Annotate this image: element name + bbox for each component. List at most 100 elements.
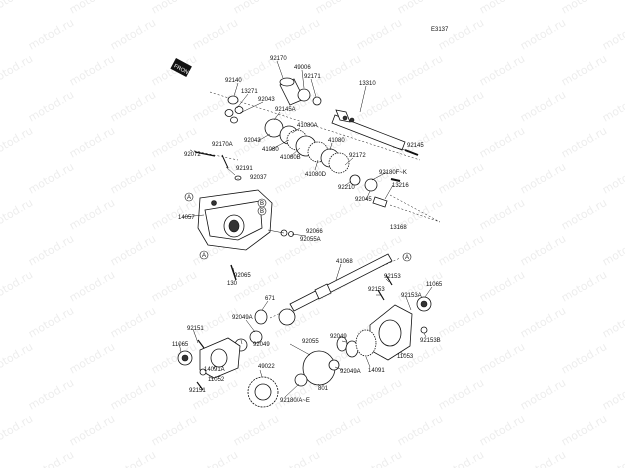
watermark-text: motod.ru (477, 340, 527, 376)
watermark-text: motod.ru (395, 52, 445, 88)
watermark-text: motod.ru (149, 412, 199, 448)
watermark-text: motod.ru (0, 412, 35, 448)
spring-pin (390, 178, 401, 182)
watermark-text: motod.ru (477, 268, 527, 304)
watermark-text: motod.ru (559, 124, 609, 160)
watermark-text: motod.ru (313, 0, 363, 17)
part-label: 92043 (258, 97, 275, 103)
o-ring (224, 109, 234, 117)
watermark-text: motod.ru (518, 160, 568, 196)
watermark-text: motod.ru (272, 16, 322, 52)
watermark-text: motod.ru (26, 376, 76, 412)
part-label: 92145 (407, 143, 424, 149)
watermark-text: motod.ru (477, 412, 527, 448)
breather-pipe (221, 154, 229, 169)
watermark-text: motod.ru (272, 160, 322, 196)
watermark-text: motod.ru (518, 304, 568, 340)
watermark-text: motod.ru (108, 16, 158, 52)
ball-bearing (342, 115, 348, 121)
drain-plug (211, 200, 217, 206)
part-label: 13271 (241, 89, 258, 95)
watermark-text: motod.ru (67, 52, 117, 88)
callout-a-text: A (405, 255, 409, 261)
watermark-text: motod.ru (436, 88, 486, 124)
callout-b-text: B (260, 209, 264, 215)
watermark-text: motod.ru (600, 376, 625, 412)
cover-bore (378, 319, 402, 347)
watermark-text: motod.ru (149, 268, 199, 304)
splined-shaft (331, 114, 406, 151)
friction-plate (328, 152, 350, 174)
part-label: 11052 (208, 377, 225, 383)
part-label: 41080 (328, 138, 345, 144)
watermark-text: motod.ru (0, 52, 35, 88)
watermark-text: motod.ru (0, 124, 35, 160)
watermark-text: motod.ru (354, 376, 404, 412)
part-label: 92049A (340, 369, 361, 375)
watermark-text: motod.ru (26, 232, 76, 268)
washer (420, 326, 428, 334)
part-labels: 92170 49006 92171 92140 13271 92043 9214… (172, 56, 443, 404)
watermark-text: motod.ru (67, 196, 117, 232)
part-label: 92170 (270, 56, 287, 62)
watermark-text: motod.ru (436, 448, 486, 468)
part-label: 13310 (359, 81, 376, 87)
watermark-text: motod.ru (600, 160, 625, 196)
bolt (385, 274, 393, 286)
watermark-text: motod.ru (26, 304, 76, 340)
watermark-text: motod.ru (231, 412, 281, 448)
seal-ring (227, 95, 239, 105)
part-label: 11065 (426, 282, 443, 288)
part-label: 14057 (178, 215, 195, 221)
callout-a-circle (199, 250, 209, 260)
long-shaft (289, 253, 393, 312)
part-label: 92145A (275, 107, 296, 113)
part-label: 41080A (297, 123, 318, 129)
watermark-text: motod.ru (477, 0, 527, 17)
watermark-text: motod.ru (518, 88, 568, 124)
callout-b-circle (257, 206, 267, 216)
watermark-text: motod.ru (436, 304, 486, 340)
shaft-spline (314, 283, 332, 300)
bolt (196, 381, 204, 391)
o-ring (234, 106, 244, 114)
part-label: 92172 (349, 153, 366, 159)
upper-shaft-assembly (209, 77, 441, 223)
part-label: 92170A (212, 142, 233, 148)
part-label: 92180/A~E (280, 398, 310, 404)
leader-lines (178, 60, 433, 398)
watermark-text: motod.ru (149, 0, 199, 17)
watermark-text: motod.ru (354, 16, 404, 52)
part-label: 92153B (420, 338, 441, 344)
coupler-end (279, 77, 295, 87)
watermark-text: motod.ru (354, 448, 404, 468)
watermark-text: motod.ru (108, 448, 158, 468)
part-label: 92049A (232, 315, 253, 321)
snap-ring (312, 96, 322, 106)
part-label: 801 (318, 386, 329, 392)
watermark-text: motod.ru (477, 124, 527, 160)
watermark-text: motod.ru (0, 340, 35, 376)
part-label: 92065 (234, 273, 251, 279)
right-housing (336, 274, 432, 361)
watermark-text: motod.ru (26, 16, 76, 52)
watermark-text: motod.ru (600, 88, 625, 124)
bevel-gear-hub (254, 383, 272, 401)
case-bore-inner (228, 219, 240, 233)
watermark-text: motod.ru (559, 268, 609, 304)
callout-b-text: B (260, 201, 264, 207)
watermark-text: motod.ru (67, 124, 117, 160)
watermark-text: motod.ru (600, 448, 625, 468)
part-label: 92210 (338, 185, 355, 191)
diagram-code: E3137 (431, 27, 449, 33)
watermark-text: motod.ru (395, 412, 445, 448)
watermark-text: motod.ru (518, 448, 568, 468)
side-gear (355, 329, 377, 357)
part-label: 41080 (262, 147, 279, 153)
part-label: 92191 (236, 166, 253, 172)
watermark-text: motod.ru (600, 304, 625, 340)
watermark-text: motod.ru (108, 160, 158, 196)
watermark-text: motod.ru (559, 0, 609, 17)
